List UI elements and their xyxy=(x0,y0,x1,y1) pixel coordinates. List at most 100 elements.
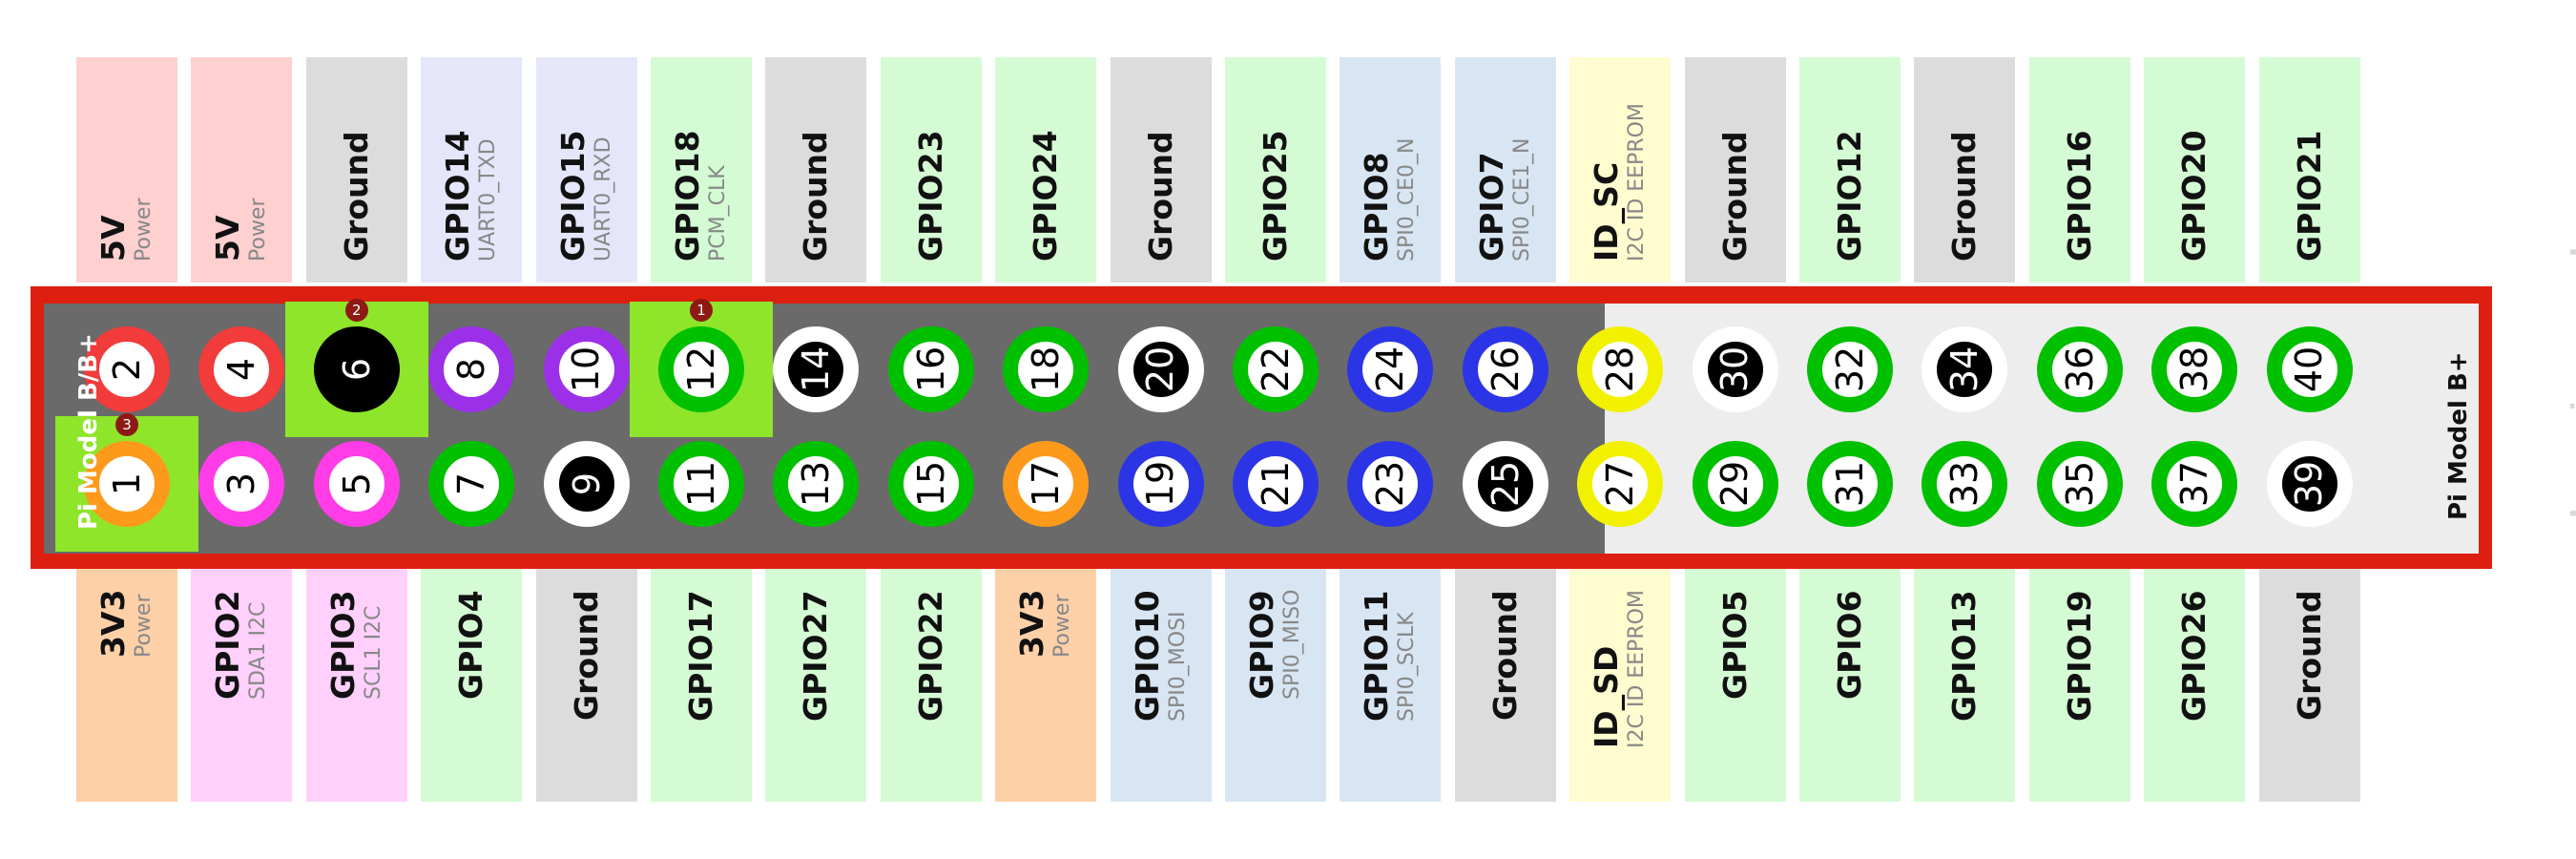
pin-23: 23 xyxy=(1347,441,1434,527)
pin-alt-function: Power xyxy=(132,594,156,658)
pin-36: 36 xyxy=(2036,326,2123,412)
pin-function: Ground xyxy=(1485,590,1524,721)
pin-30: 30 xyxy=(1692,326,1778,412)
pin-number: 26 xyxy=(1484,346,1527,393)
pin-13: 13 xyxy=(773,441,860,527)
pin-26: 26 xyxy=(1462,326,1548,412)
pin-number: 34 xyxy=(1943,346,1986,393)
pin-function: GPIO23 xyxy=(911,130,949,262)
pin-function: GPIO15 xyxy=(553,130,592,262)
pin-function: GPIO11 xyxy=(1358,590,1396,722)
pin-alt-function: PCM_CLK xyxy=(706,165,730,262)
pin-function: Ground xyxy=(1945,131,1984,262)
label-text-rotated: GPIO17 xyxy=(682,590,719,722)
pin-25: 25 xyxy=(1462,441,1548,527)
label-text-rotated: GPIO20 xyxy=(2175,130,2212,262)
pin-number: 31 xyxy=(1828,460,1871,508)
pin-alt-function: I2C ID EEPROM xyxy=(1625,103,1650,262)
pin-27: 27 xyxy=(1577,441,1664,527)
pin-number: 35 xyxy=(2058,460,2101,508)
label-text-rotated: GPIO13 xyxy=(1945,590,1983,722)
pin-number: 28 xyxy=(1599,346,1642,393)
label-text-rotated: GPIO26 xyxy=(2175,590,2213,722)
top-label-gpio16: GPIO16 xyxy=(2028,57,2130,283)
pin-number: 8 xyxy=(450,357,493,382)
pin-function: GPIO12 xyxy=(1831,130,1868,262)
pin-37: 37 xyxy=(2151,441,2238,527)
pin-5: 5 xyxy=(313,441,400,527)
pin-31: 31 xyxy=(1807,441,1893,527)
pin-function: Ground xyxy=(337,131,375,262)
label-text-rotated: Ground xyxy=(568,590,605,721)
pin-function: GPIO21 xyxy=(2290,130,2328,262)
pin-14: 14 xyxy=(773,326,860,412)
pin-alt-function: SPI0_CE0_N xyxy=(1395,137,1420,262)
pin-function: GPIO7 xyxy=(1472,152,1510,262)
pin-number: 6 xyxy=(335,357,378,382)
pin-number: 14 xyxy=(795,346,838,393)
pin-function: GPIO9 xyxy=(1243,590,1280,700)
pin-number: 18 xyxy=(1025,346,1068,393)
label-text-rotated: Ground xyxy=(1142,131,1179,262)
pin-alt-function: Power xyxy=(246,198,271,262)
pin-number: 3 xyxy=(220,471,263,496)
pin-21: 21 xyxy=(1233,441,1319,527)
pin-function: GPIO26 xyxy=(2175,590,2213,722)
label-text-rotated: GPIO25 xyxy=(1257,130,1294,262)
pin-number: 29 xyxy=(1714,460,1756,508)
pin-function: GPIO10 xyxy=(1128,590,1166,722)
top-label-gpio25: GPIO25 xyxy=(1225,57,1326,283)
pin-function: GPIO19 xyxy=(2060,590,2098,722)
bottom-label-gpio6: GPIO6 xyxy=(1799,569,1901,802)
pin-function: Ground xyxy=(1715,131,1754,262)
pin-alt-function: SPI0_MISO xyxy=(1280,589,1304,700)
pin-24: 24 xyxy=(1347,326,1434,412)
pin-38: 38 xyxy=(2151,326,2238,412)
pin-alt-function: Power xyxy=(132,198,156,262)
pin-35: 35 xyxy=(2036,441,2123,527)
bottom-label-gpio19: GPIO19 xyxy=(2028,569,2130,802)
pin-function: 5V xyxy=(209,215,247,262)
pin-number: 37 xyxy=(2173,460,2216,508)
pin-function: Ground xyxy=(2290,590,2328,721)
pin-alt-function: Power xyxy=(1050,594,1075,658)
pin-8: 8 xyxy=(428,326,515,412)
step-badge: 2 xyxy=(344,299,368,322)
pin-number: 10 xyxy=(565,346,608,393)
label-text-rotated: Ground xyxy=(1945,131,1984,262)
pin-function: ID_SC xyxy=(1588,161,1626,262)
pin-function: 5V xyxy=(94,215,132,262)
pin-function: 3V3 xyxy=(1013,589,1051,658)
pin-alt-function: SCL1 I2C xyxy=(361,605,385,700)
pin-11: 11 xyxy=(658,441,744,527)
bottom-label-gpio4: GPIO4 xyxy=(421,569,523,802)
label-text-rotated: Ground xyxy=(1485,590,1524,721)
pin-number: 33 xyxy=(1943,460,1986,508)
top-label-gpio24: GPIO24 xyxy=(995,57,1097,283)
pin-3: 3 xyxy=(198,441,285,527)
pin-40: 40 xyxy=(2266,326,2353,412)
pin-alt-function: I2C ID EEPROM xyxy=(1625,590,1650,748)
pin-number: 27 xyxy=(1599,460,1642,508)
pin-number: 25 xyxy=(1484,460,1527,508)
pin-number: 30 xyxy=(1714,346,1756,393)
pin-number: 5 xyxy=(335,471,378,496)
pin-function: Ground xyxy=(797,131,835,262)
pin-function: GPIO24 xyxy=(1027,130,1065,262)
pin-number: 36 xyxy=(2058,346,2101,393)
